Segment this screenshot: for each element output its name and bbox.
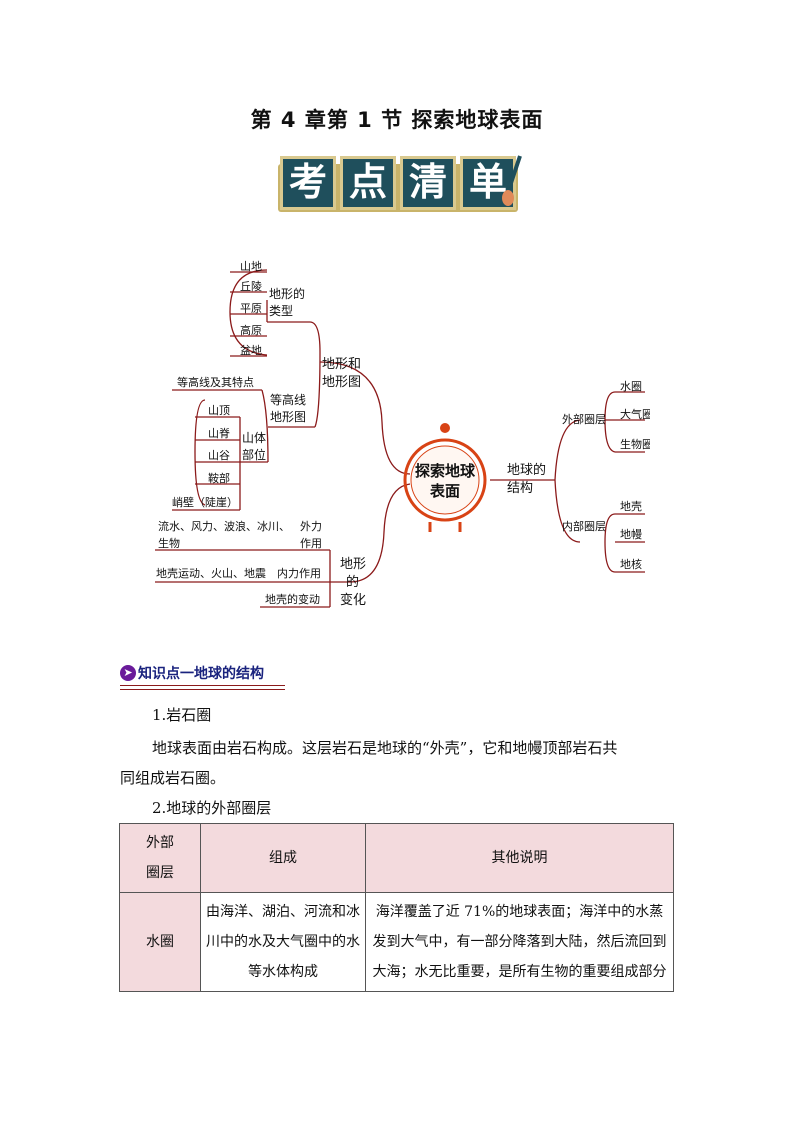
outer-label: 外部圈层	[562, 412, 606, 426]
terrain-label-1: 地形和	[322, 357, 361, 372]
header-composition: 组成	[200, 823, 366, 893]
page-title: 第 4 章第 1 节 探索地球表面	[250, 108, 544, 132]
outer-layers-table: 外部 圈层 组成 其他说明 水圈 由海洋、湖泊、河流和冰川中的水及大气圈中的水等…	[119, 823, 674, 992]
inner-3: 地核	[620, 557, 642, 571]
header-notes: 其他说明	[365, 823, 674, 893]
outer-3: 生物圈	[620, 437, 650, 451]
center-node	[403, 423, 487, 532]
section-heading-text: 知识点一地球的结构	[138, 666, 264, 682]
row-name: 水圈	[119, 892, 201, 992]
internal-desc: 地壳运动、火山、地震	[156, 566, 266, 580]
type-1: 山地	[240, 260, 262, 273]
banner-char-3: 清	[400, 156, 456, 210]
p2-heading: 2.地球的外部圈层	[152, 799, 272, 817]
row-notes: 海洋覆盖了近 71%的地球表面；海洋中的水蒸发到大气中，有一部分降落到大陆，然后…	[365, 892, 674, 992]
contour-feature: 等高线及其特点	[177, 375, 254, 389]
section-heading: ➤ 知识点一地球的结构	[120, 660, 264, 686]
banner-char-1: 考	[280, 156, 336, 210]
header-layer-line2: 圈层	[146, 865, 174, 881]
outer-2: 大气圈	[620, 407, 650, 421]
header-layer-line1: 外部	[146, 835, 174, 851]
part-4: 鞍部	[208, 471, 230, 485]
external-label-1: 外力	[300, 520, 322, 533]
parts-label-1: 山体	[242, 431, 266, 445]
header-layer: 外部 圈层	[119, 823, 201, 893]
change-label-1: 地形	[340, 557, 366, 572]
external-desc-2: 生物	[158, 536, 180, 550]
p1-line1: 地球表面由岩石构成。这层岩石是地球的“外壳”，它和地幔顶部岩石共	[152, 739, 618, 757]
p1-line2: 同组成岩石圈。	[120, 769, 226, 787]
center-label-2: 表面	[430, 482, 460, 500]
banner-char-4: 单	[460, 156, 516, 210]
type-4: 高原	[240, 323, 262, 337]
parts-label-2: 部位	[242, 447, 266, 462]
change-label-3: 变化	[340, 592, 366, 608]
table-row: 水圈 由海洋、湖泊、河流和冰川中的水及大气圈中的水等水体构成 海洋覆盖了近 71…	[119, 892, 674, 992]
terrain-label-2: 地形图	[322, 375, 361, 390]
mind-map: 探索地球 表面 山地 丘陵 平原 高原 盆地 地形的 类型 地形和 地形图 等高…	[155, 260, 650, 608]
part-2: 山脊	[208, 426, 230, 440]
change-label-2: 的	[346, 574, 359, 590]
crust-change: 地壳的变动	[265, 592, 320, 606]
types-label-1: 地形的	[269, 286, 305, 301]
brush-icon	[502, 155, 522, 206]
outer-1: 水圈	[620, 380, 642, 393]
structure-label-2: 结构	[507, 481, 533, 496]
contour-label-2: 地形图	[270, 410, 306, 424]
types-label-2: 类型	[269, 304, 293, 318]
part-5: 峭壁（陡崖）	[172, 495, 238, 509]
structure-label-1: 地球的	[507, 462, 546, 478]
type-2: 丘陵	[240, 280, 262, 293]
chevron-right-icon: ➤	[120, 665, 136, 681]
kaodian-banner: 考 点 清 单	[272, 150, 524, 216]
type-3: 平原	[240, 302, 262, 315]
external-desc-1: 流水、风力、波浪、冰川、	[158, 519, 290, 533]
section-underline	[120, 685, 285, 690]
p1-heading: 1.岩石圈	[152, 706, 212, 724]
type-5: 盆地	[240, 343, 262, 357]
part-1: 山顶	[208, 404, 230, 417]
inner-label: 内部圈层	[562, 519, 606, 533]
external-label-2: 作用	[300, 537, 322, 550]
center-label-1: 探索地球	[415, 462, 476, 480]
inner-2: 地幔	[620, 528, 642, 541]
banner-char-2: 点	[340, 156, 396, 210]
part-3: 山谷	[208, 449, 230, 462]
table-header-row: 外部 圈层 组成 其他说明	[119, 823, 674, 893]
row-composition: 由海洋、湖泊、河流和冰川中的水及大气圈中的水等水体构成	[200, 892, 366, 992]
contour-label-1: 等高线	[270, 392, 306, 407]
internal-label: 内力作用	[277, 566, 321, 580]
inner-1: 地壳	[620, 499, 642, 513]
